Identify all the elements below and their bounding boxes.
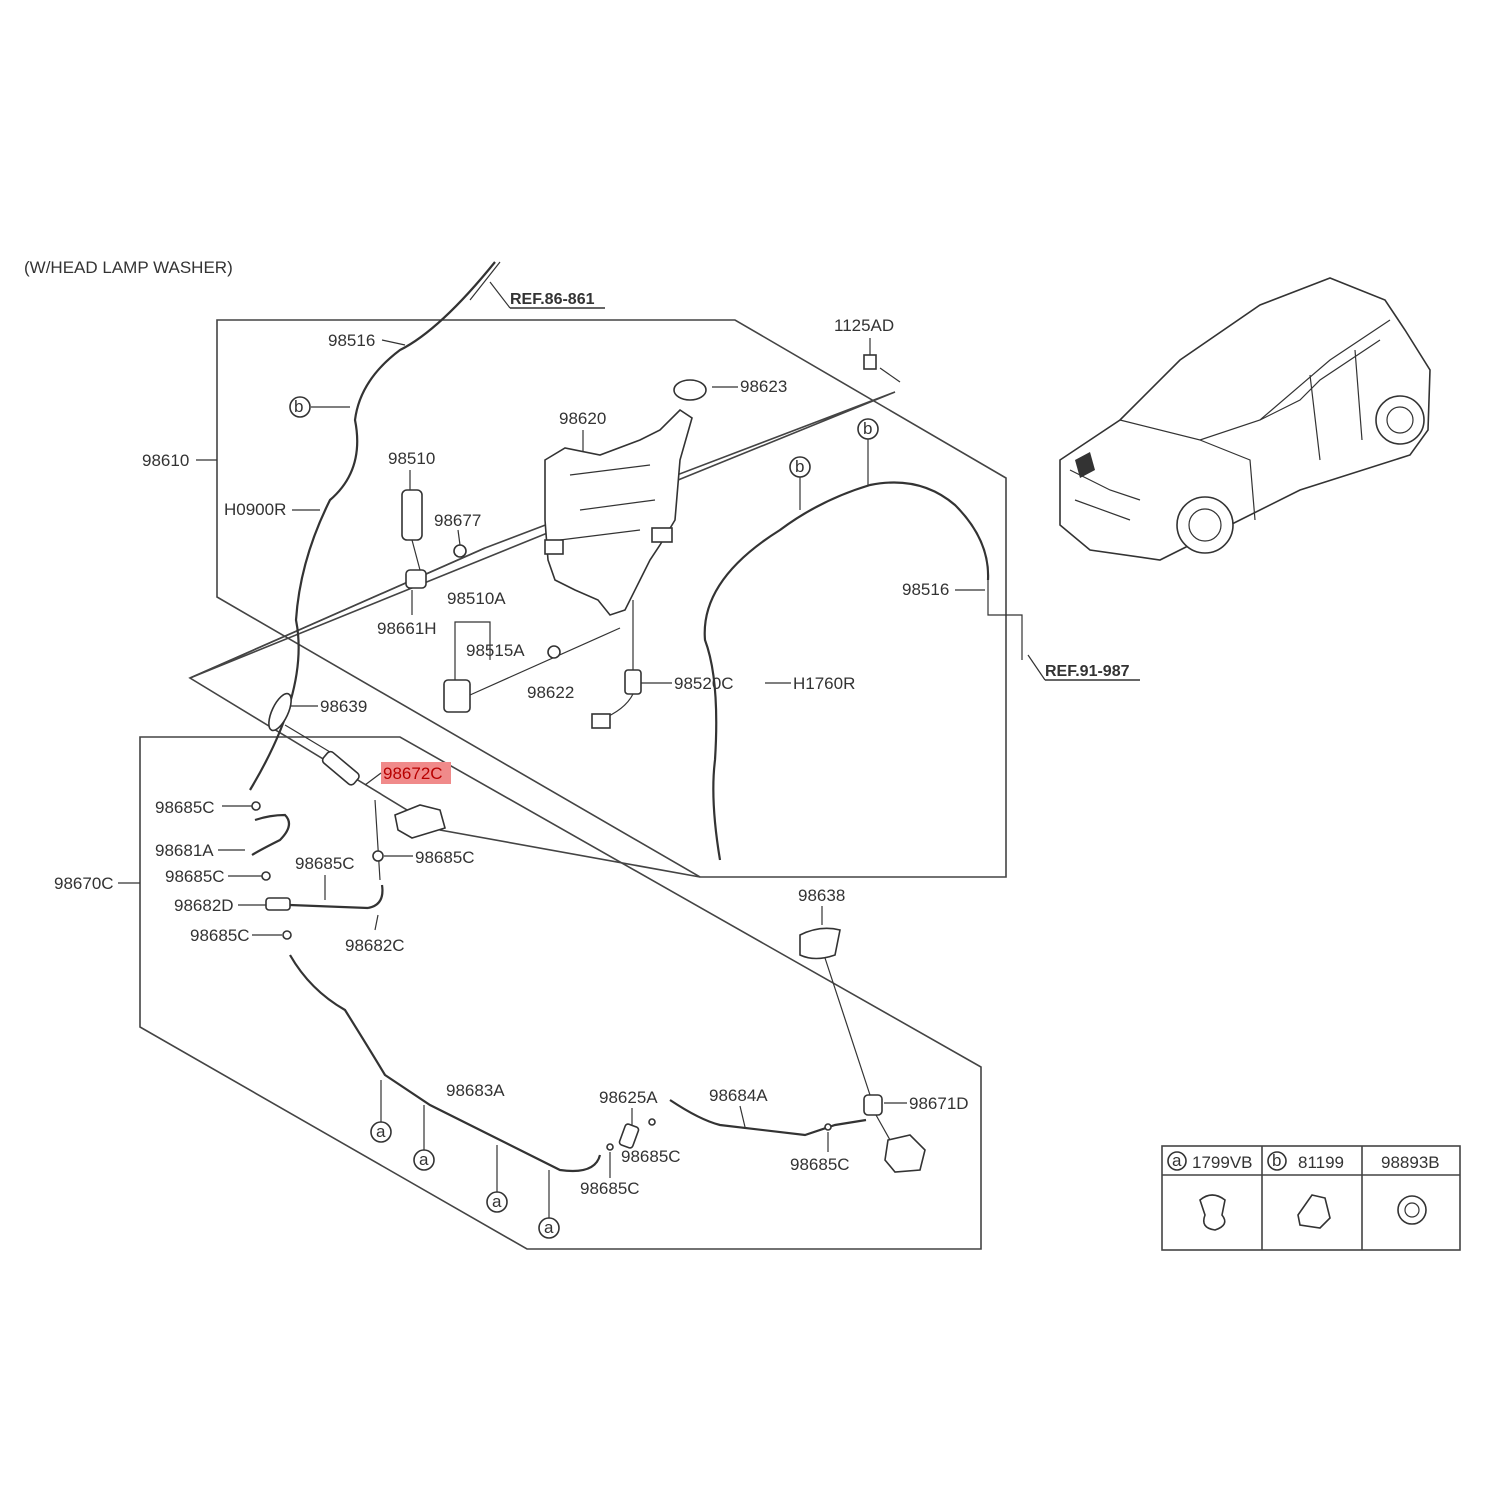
vehicle-illustration <box>1059 277 1431 561</box>
check-valve-98625a <box>618 1123 640 1149</box>
callout-b-1-text: b <box>294 397 303 416</box>
grommet-98893b-icon <box>1397 1195 1427 1225</box>
label-98685c-3: 98685C <box>295 854 355 873</box>
clamp-4 <box>261 871 271 881</box>
callout-a-1-text: a <box>376 1122 386 1141</box>
clip-1799vb-icon <box>1199 1194 1226 1231</box>
callout-b-1 <box>289 396 311 418</box>
label-98685c-8: 98685C <box>790 1155 850 1174</box>
reservoir-bracket-1 <box>544 539 564 555</box>
hose-h1760r <box>703 481 990 861</box>
washer-motor <box>443 679 471 713</box>
label-98677: 98677 <box>434 511 481 530</box>
label-98684a: 98684A <box>709 1086 768 1105</box>
washer-pump <box>401 489 423 541</box>
clamp-8 <box>824 1123 832 1131</box>
label-98661h: 98661H <box>377 619 437 638</box>
reservoir-bracket-2 <box>651 527 673 543</box>
callout-a-2-text: a <box>419 1150 429 1169</box>
label-98516-top: 98516 <box>328 331 375 350</box>
label-98622: 98622 <box>527 683 574 702</box>
headlamp-washer-location <box>1075 452 1095 478</box>
sensor-connector <box>591 713 611 729</box>
hose-h0900r <box>249 261 496 791</box>
label-98510: 98510 <box>388 449 435 468</box>
legend-circle-a <box>1167 1151 1187 1171</box>
hose-98683a <box>289 954 602 1173</box>
hose-98684a <box>669 1099 867 1137</box>
highlight-98672c <box>381 762 451 784</box>
label-98670c: 98670C <box>54 874 114 893</box>
legend-circle-a-text: a <box>1172 1151 1182 1170</box>
upper-assembly-outline <box>216 319 1007 878</box>
clip-98677 <box>453 544 467 558</box>
nozzle-bracket <box>394 804 446 839</box>
label-98682d: 98682D <box>174 896 234 915</box>
bolt-1125ad <box>863 354 877 370</box>
label-98610: 98610 <box>142 451 189 470</box>
level-sensor <box>624 669 642 695</box>
label-98620: 98620 <box>559 409 606 428</box>
clamp-5 <box>282 930 292 940</box>
label-98639: 98639 <box>320 697 367 716</box>
ref-top-label: REF.86-861 <box>510 291 595 308</box>
label-98685c-1: 98685C <box>155 798 215 817</box>
label-98515a: 98515A <box>466 641 525 660</box>
label-98671d: 98671D <box>909 1094 969 1113</box>
filler-cap <box>673 379 707 401</box>
label-98516-right: 98516 <box>902 580 949 599</box>
ref-right-label: REF.91-987 <box>1045 663 1130 680</box>
connector-98682d <box>265 897 291 911</box>
nozzle-cap-98639 <box>268 692 292 732</box>
washer-reservoir <box>544 408 693 616</box>
label-98683a: 98683A <box>446 1081 505 1100</box>
washer-nozzle-98672c <box>321 750 360 786</box>
label-98685c-7: 98685C <box>580 1179 640 1198</box>
callout-b-2-text: b <box>795 457 804 476</box>
nozzle-cap-98638 <box>799 927 841 960</box>
grommet-98622 <box>547 645 561 659</box>
lower-assembly-outline <box>139 736 982 1250</box>
label-98625a: 98625A <box>599 1088 658 1107</box>
callout-a-4-text: a <box>544 1218 554 1237</box>
clip-81199-icon <box>1297 1194 1331 1229</box>
label-98685c-4: 98685C <box>165 867 225 886</box>
legend-circle-b-text: b <box>1272 1151 1281 1170</box>
inner-outline-left <box>188 547 701 878</box>
rear-wheel <box>1375 395 1425 445</box>
label-98510a: 98510A <box>447 589 506 608</box>
inner-assembly-outline <box>189 391 896 679</box>
callout-b-3-text: b <box>863 419 872 438</box>
legend-code-98893b: 98893B <box>1381 1153 1440 1172</box>
label-98520c: 98520C <box>674 674 734 693</box>
label-h0900r: H0900R <box>224 500 286 519</box>
nozzle-bracket-lower <box>884 1134 926 1173</box>
legend-code-1799vb: 1799VB <box>1192 1153 1253 1172</box>
front-wheel <box>1176 496 1234 554</box>
label-98672c-highlighted: 98672C <box>383 764 443 783</box>
clamp-6 <box>606 1143 614 1151</box>
label-98682c: 98682C <box>345 936 405 955</box>
label-98685c-2: 98685C <box>415 848 475 867</box>
legend-code-81199: 81199 <box>1298 1153 1344 1172</box>
label-h1760r: H1760R <box>793 674 855 693</box>
label-98638: 98638 <box>798 886 845 905</box>
legend-circle-b <box>1267 1151 1287 1171</box>
clamp-7 <box>648 1118 656 1126</box>
legend-table: a 1799VB b 81199 98893B <box>1161 1145 1461 1251</box>
label-98681a: 98681A <box>155 841 214 860</box>
label-98685c-5: 98685C <box>190 926 250 945</box>
clamp-2 <box>372 850 384 862</box>
diagram-title: (W/HEAD LAMP WASHER) <box>24 258 233 277</box>
washer-nozzle-98671d <box>863 1094 883 1116</box>
label-98623: 98623 <box>740 377 787 396</box>
label-1125ad: 1125AD <box>834 316 894 335</box>
clamp-1 <box>251 801 261 811</box>
label-98685c-6: 98685C <box>621 1147 681 1166</box>
pump-grommet <box>405 569 427 589</box>
callout-a-3-text: a <box>492 1192 502 1211</box>
